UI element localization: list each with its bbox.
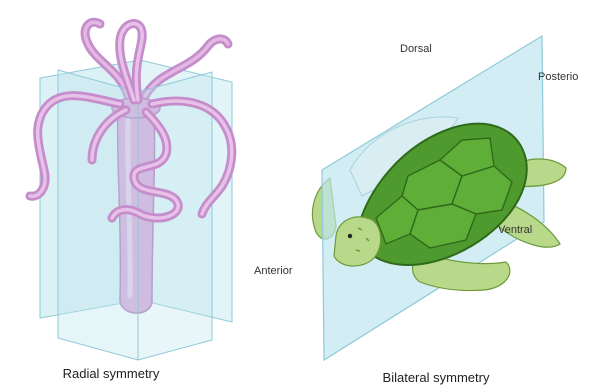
bilateral-symmetry-panel: Dorsal Posterio Ventral Anterior Bilater… [254,36,578,385]
label-ventral: Ventral [498,224,532,236]
label-anterior: Anterior [254,265,293,277]
bilateral-caption: Bilateral symmetry [383,370,490,385]
radial-symmetry-panel: Radial symmetry [30,22,232,381]
turtle-head [334,217,381,266]
turtle-eye [348,234,352,238]
label-dorsal: Dorsal [400,43,432,55]
label-posterior: Posterio [538,71,578,83]
radial-caption: Radial symmetry [63,366,160,381]
